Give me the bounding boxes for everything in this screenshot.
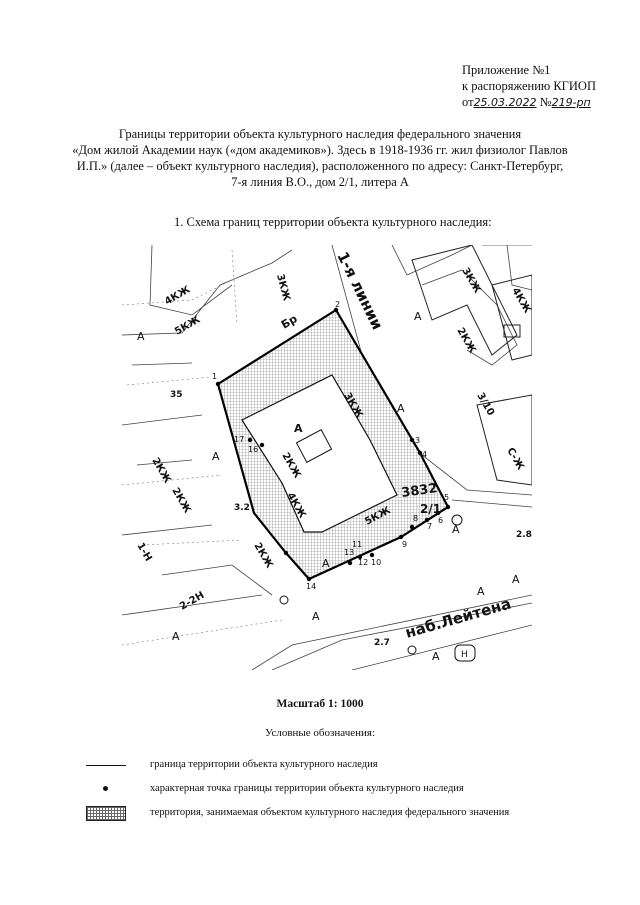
letter-a: А <box>397 402 405 415</box>
title-line-2: «Дом жилой Академии наук («дом академико… <box>72 143 568 157</box>
title-line-4: 7-я линия В.О., дом 2/1, литера А <box>231 175 409 189</box>
point-label: 14 <box>306 582 316 591</box>
dashed-boundaries <box>121 249 283 646</box>
elevation: 3.2 <box>234 503 250 513</box>
parcel-number: 3832 <box>400 481 438 501</box>
letter-a: А <box>452 523 460 536</box>
point-label: 1 <box>212 372 217 381</box>
section-heading: 1. Схема границ территории объекта культ… <box>174 215 492 229</box>
elevation-marks: 35 3.2 2.8 2.7 <box>170 390 532 648</box>
elevation: 2.7 <box>374 638 390 648</box>
point-label: 2 <box>335 300 340 309</box>
letter-a: А <box>432 650 440 663</box>
date-prefix: от <box>462 95 474 109</box>
point-label: 12 <box>358 558 368 567</box>
letter-a: А <box>512 573 520 586</box>
boundary-map: 1 2 3 4 5 6 7 8 9 10 11 12 13 14 16 17 3… <box>121 244 533 671</box>
document-title: Границы территории объекта культурного н… <box>40 126 600 190</box>
building-letter: А <box>294 422 303 435</box>
appendix-line-1: Приложение №1 <box>462 63 551 77</box>
map-scale: Масштаб 1: 1000 <box>276 698 364 710</box>
point-label: 8 <box>413 514 418 523</box>
letter-a: А <box>477 585 485 598</box>
house-number: 2/1 <box>420 502 441 516</box>
letter-a: А <box>172 630 180 643</box>
hatch-symbol <box>86 806 126 821</box>
point-symbol <box>103 786 108 791</box>
legend-symbol <box>86 804 126 824</box>
point-label: 10 <box>371 558 381 567</box>
point-label: 13 <box>344 548 354 557</box>
title-line-1: Границы территории объекта культурного н… <box>118 127 522 141</box>
legend-symbol <box>86 756 126 776</box>
appendix-line-2: к распоряжению КГИОП <box>462 79 596 93</box>
point-label: 5 <box>444 493 449 502</box>
point-label: 3 <box>415 436 420 445</box>
point-labels: 1 2 3 4 5 6 7 8 9 10 11 12 13 14 16 17 <box>212 300 449 591</box>
point-label: 9 <box>402 540 407 549</box>
point-label: 4 <box>422 450 427 459</box>
boundary-points <box>215 307 451 582</box>
point-label: 16 <box>248 445 258 454</box>
point-label: 6 <box>438 516 443 525</box>
legend-symbol <box>86 780 126 800</box>
legend-text: граница территории объекта культурного н… <box>150 759 378 770</box>
letter-a: А <box>212 450 220 463</box>
title-line-3: И.П.» (далее – объект культурного наслед… <box>76 159 564 173</box>
map-drawing: 1 2 3 4 5 6 7 8 9 10 11 12 13 14 16 17 3… <box>121 244 533 671</box>
letter-a: А <box>414 310 422 323</box>
boundary-line-symbol <box>86 765 126 766</box>
map-letters: А А А А А А А А А А А А Бр <box>137 310 520 663</box>
letter-a: А <box>137 330 145 343</box>
legend-item-point: характерная точка границы территории объ… <box>60 780 620 800</box>
legend-item-territory: территория, занимаемая объектом культурн… <box>60 804 620 824</box>
appendix-header: Приложение №1 к распоряжению КГИОП от25.… <box>462 62 596 111</box>
courtyard <box>295 429 333 463</box>
elevation: 2.8 <box>516 530 532 540</box>
legend-text: характерная точка границы территории объ… <box>150 783 464 794</box>
legend-text: территория, занимаемая объектом культурн… <box>150 807 510 818</box>
point-label: 7 <box>427 522 432 531</box>
point-label: 17 <box>234 435 244 444</box>
letter-h: Н <box>461 650 468 660</box>
elevation: 35 <box>170 390 183 400</box>
point-label: 11 <box>352 540 362 549</box>
number-prefix: № <box>539 95 552 109</box>
appendix-date-line: от25.03.2022 №219-рп <box>462 94 596 111</box>
number-value: 219-рп <box>551 96 591 109</box>
letter-a: А <box>322 557 330 570</box>
legend-item-boundary: граница территории объекта культурного н… <box>60 756 620 776</box>
date-value: 25.03.2022 <box>473 96 537 109</box>
map-markers <box>279 514 476 662</box>
legend-title: Условные обозначения: <box>264 727 376 739</box>
letter-a: А <box>312 610 320 623</box>
